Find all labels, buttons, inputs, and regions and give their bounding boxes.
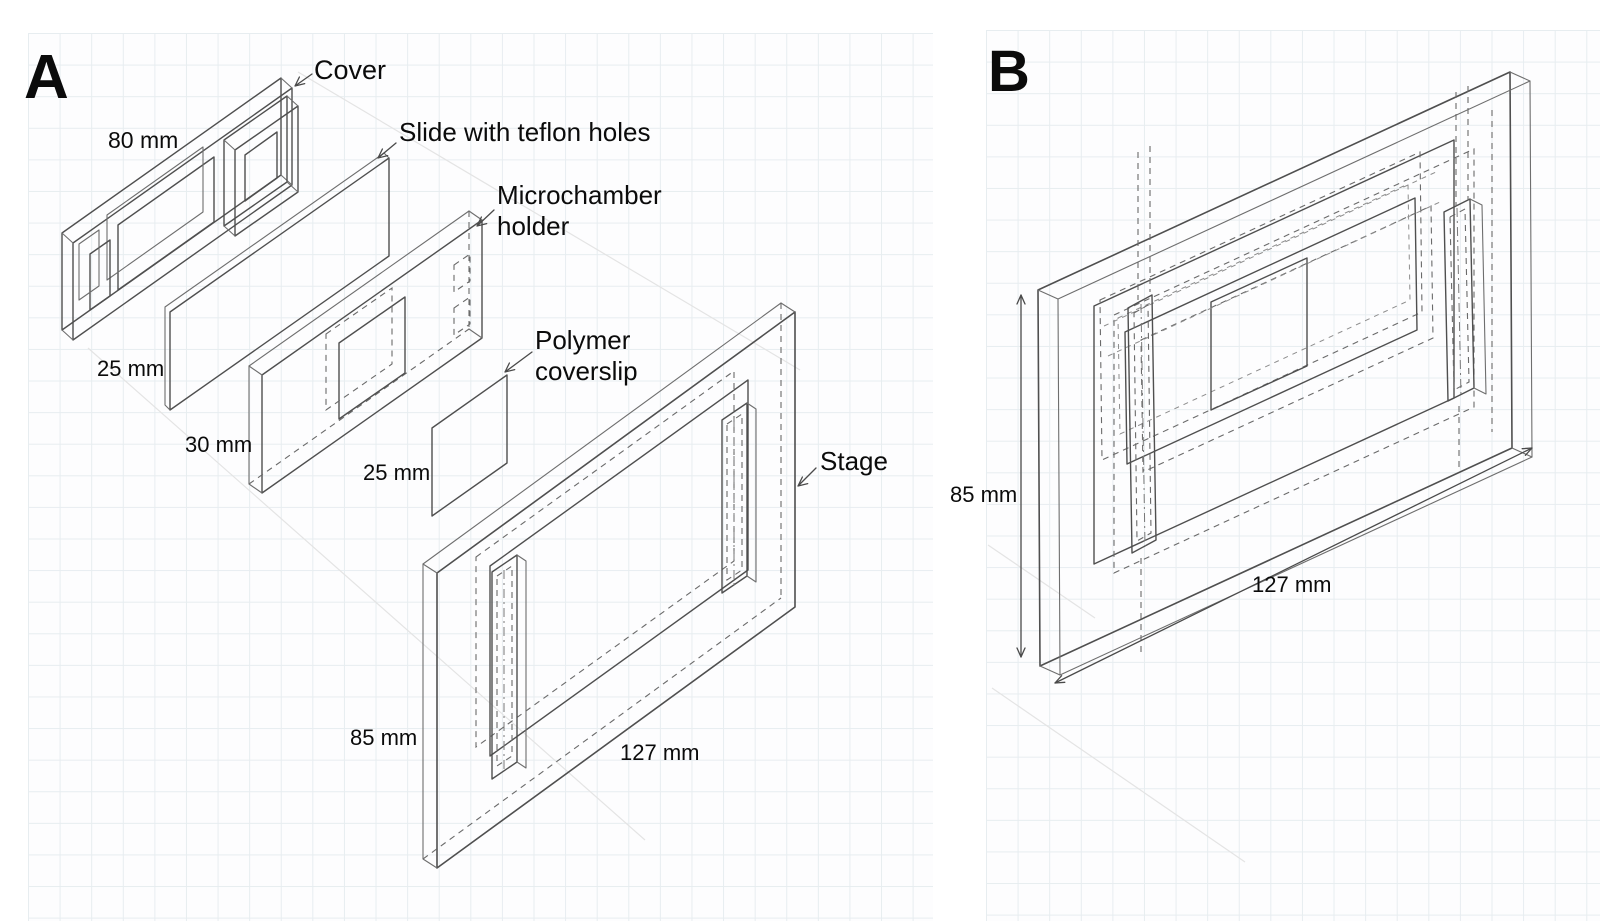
callout-slide: Slide with teflon holes xyxy=(399,117,651,147)
dimension-slide-height: 25 mm xyxy=(97,356,165,381)
dimension-coverslip-size: 25 mm xyxy=(363,460,431,485)
dimension-assembled-width: 127 mm xyxy=(1252,572,1332,597)
dimension-stage-width: 127 mm xyxy=(620,740,700,765)
panel-a-grid-paper xyxy=(28,33,933,921)
panel-a-letter: A xyxy=(24,43,69,112)
dimension-cover-length: 80 mm xyxy=(108,127,179,153)
callout-polymer-coverslip: Polymer coverslip xyxy=(535,325,638,386)
callout-stage: Stage xyxy=(820,446,888,476)
panel-b-grid-paper xyxy=(986,30,1600,921)
callout-microchamber-holder: Microchamber holder xyxy=(497,180,662,241)
dimension-assembled-height: 85 mm xyxy=(950,482,1018,507)
panel-b-letter: B xyxy=(988,39,1030,104)
dimension-stage-height: 85 mm xyxy=(350,725,418,750)
callout-cover: Cover xyxy=(314,55,387,85)
dimension-holder-height: 30 mm xyxy=(185,432,253,457)
